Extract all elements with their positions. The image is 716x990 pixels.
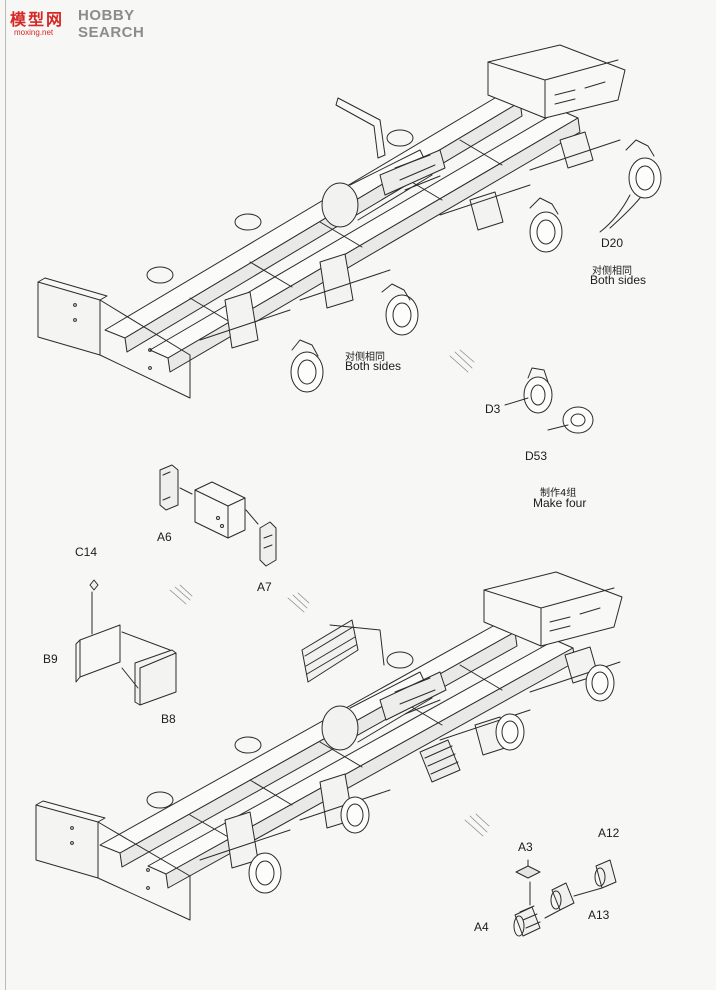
part-label-b8: B8 — [161, 712, 176, 726]
page-left-edge — [5, 0, 6, 990]
hub-subassembly — [504, 367, 594, 434]
box-subassembly — [159, 464, 277, 567]
leader-d20 — [599, 194, 631, 233]
part-label-a6: A6 — [157, 530, 172, 544]
part-label-b9: B9 — [43, 652, 58, 666]
part-label-d20: D20 — [601, 236, 624, 250]
part-label-c14: C14 — [75, 545, 98, 559]
note-both-sides-en-1: Both sides — [590, 273, 647, 287]
bottom-chassis-frame — [35, 571, 623, 921]
bracket-subassembly — [75, 579, 177, 706]
part-label-a12: A12 — [598, 826, 620, 840]
watermark-cn: 模型网 — [10, 10, 65, 29]
top-hubs — [290, 139, 662, 393]
drum-subassembly — [513, 859, 617, 937]
note-make-four-cn: 制作4组 — [540, 488, 577, 499]
part-label-d53: D53 — [525, 449, 548, 463]
watermark-en: HOBBY SEARCH — [78, 7, 145, 41]
note-make-four-en: Make four — [533, 496, 587, 510]
watermark-logo: 模型网 HOBBY SEARCH moxing.net — [6, 4, 166, 41]
arrow-hatch-2 — [169, 584, 490, 837]
note-both-sides-cn-2: 对侧相同 — [345, 352, 385, 363]
part-label-a13: A13 — [588, 908, 610, 922]
part-label-d3: D3 — [485, 402, 501, 416]
arrow-hatch-1 — [449, 349, 475, 373]
watermark-sub: moxing.net — [14, 28, 54, 37]
note-both-sides-en-2: Both sides — [345, 359, 402, 373]
note-both-sides-cn-1: 对侧相同 — [592, 266, 632, 277]
part-label-a4: A4 — [474, 920, 489, 934]
part-label-a7: A7 — [257, 580, 272, 594]
top-chassis-frame — [37, 44, 626, 399]
part-label-a3: A3 — [518, 840, 533, 854]
